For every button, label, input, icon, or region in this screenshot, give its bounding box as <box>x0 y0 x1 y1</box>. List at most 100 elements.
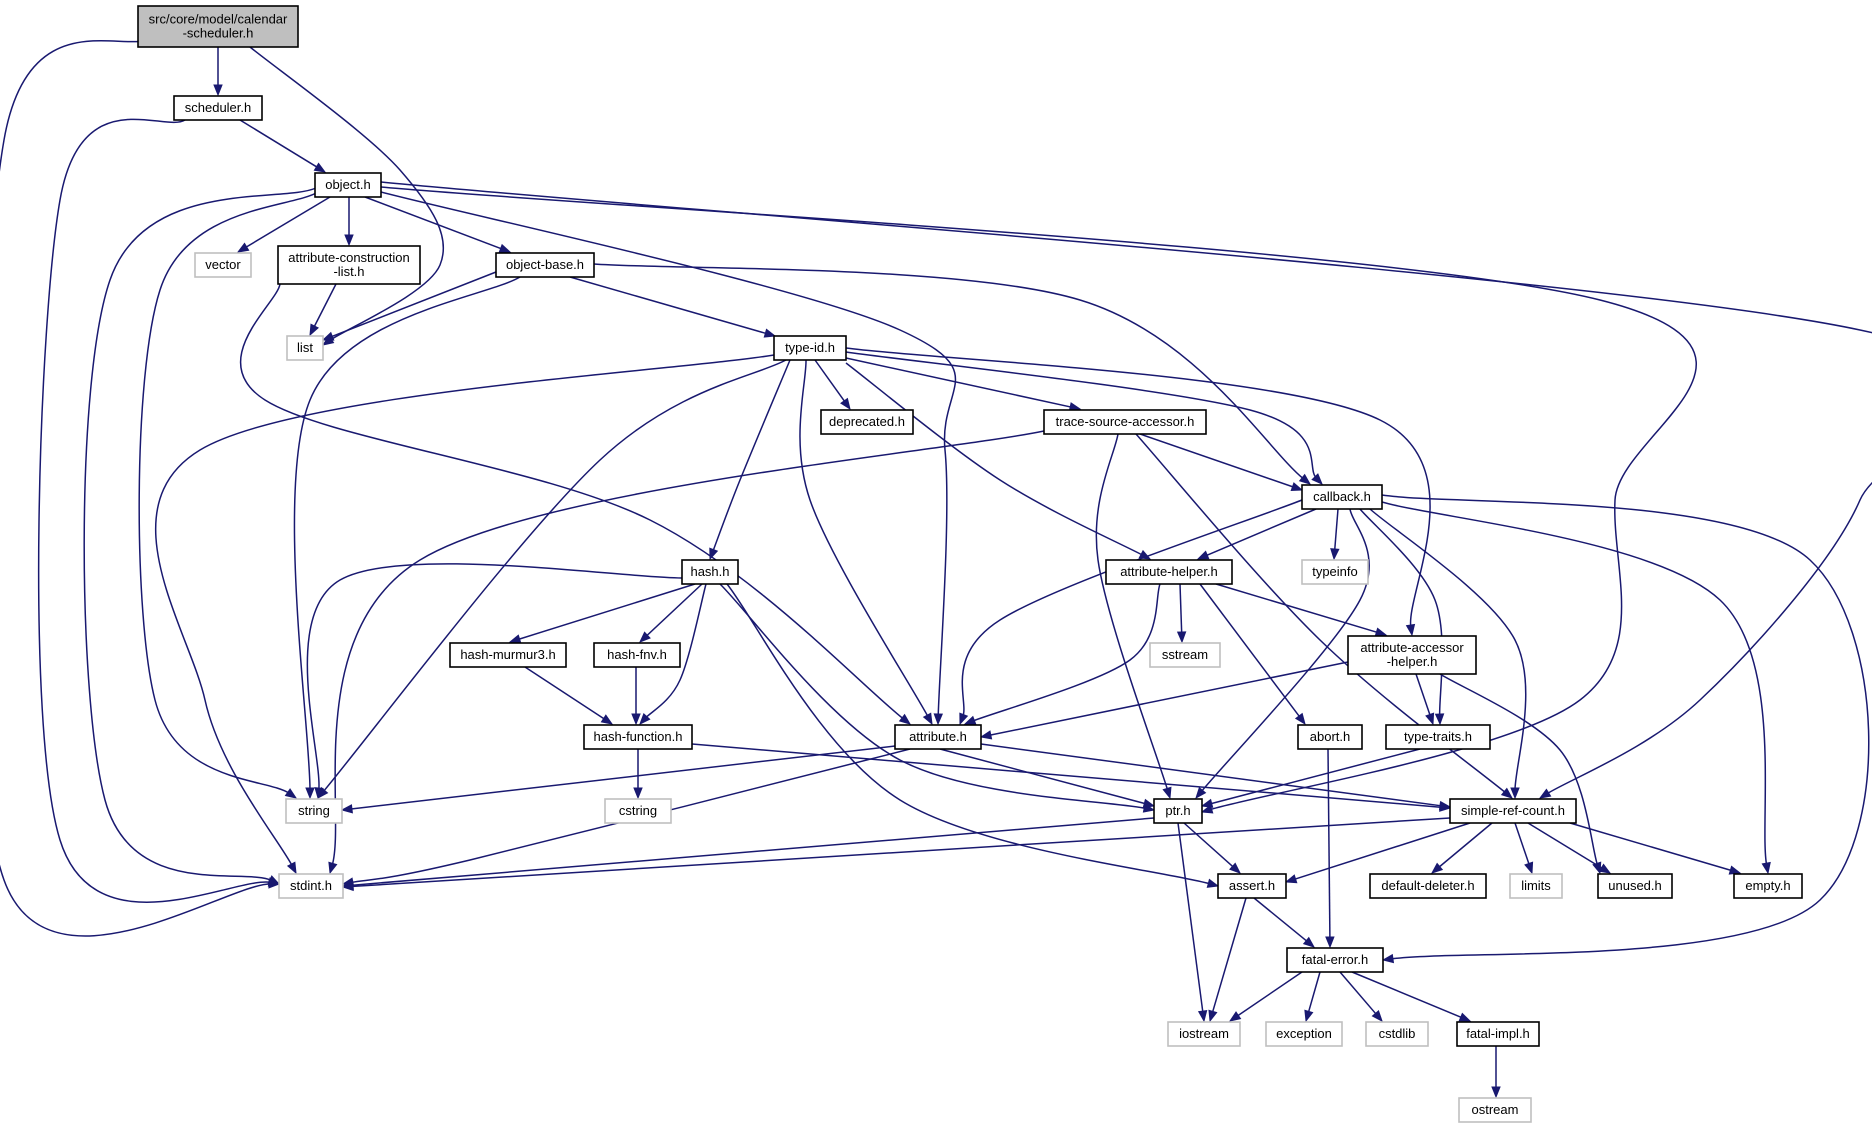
node-label: deprecated.h <box>829 414 905 429</box>
edge-typeid-to-attrhelper <box>845 362 1152 560</box>
edge-line <box>239 283 905 720</box>
arrowhead-icon <box>922 712 933 726</box>
node-attrconstr[interactable]: attribute-construction-list.h <box>277 245 421 285</box>
node-cstdlib: cstdlib <box>1365 1021 1429 1047</box>
edge-attribute-to-src <box>980 743 1452 811</box>
arrowhead-icon <box>639 713 651 725</box>
arrowhead-icon <box>1510 787 1520 800</box>
edge-line <box>845 351 1318 479</box>
node-label: list <box>297 340 313 355</box>
edge-ptr-to-iostream <box>1177 822 1208 1023</box>
arrowhead-icon <box>1598 863 1612 874</box>
node-attrhelper[interactable]: attribute-helper.h <box>1105 559 1233 585</box>
edge-callback-to-typetraits <box>1359 508 1445 726</box>
node-tsa[interactable]: trace-source-accessor.h <box>1043 409 1207 435</box>
node-typeid[interactable]: type-id.h <box>773 335 847 361</box>
node-murmur[interactable]: hash-murmur3.h <box>449 642 567 668</box>
edge-line <box>1527 822 1604 870</box>
edge-typeid-to-hash <box>709 359 791 561</box>
arrowhead-icon <box>328 861 338 875</box>
edge-line <box>37 118 272 903</box>
node-src[interactable]: simple-ref-count.h <box>1449 798 1577 824</box>
node-label: cstdlib <box>1379 1026 1416 1041</box>
edge-typetraits-to-ptr <box>1200 748 1421 808</box>
edge-line <box>644 583 707 719</box>
header-nodes: src/core/model/calendar-scheduler.h sched… <box>137 5 1803 1123</box>
node-box <box>1301 484 1383 510</box>
node-box <box>1217 873 1287 899</box>
edge-callback-to-src <box>1369 508 1527 800</box>
edge-fatalimpl-to-ostream <box>1491 1046 1501 1099</box>
edge-line <box>1415 673 1432 717</box>
node-vector: vector <box>194 252 252 278</box>
edge-fatalerror-to-fatalimpl <box>1351 971 1472 1022</box>
edge-assert-to-iostream <box>1208 897 1247 1023</box>
edge-aah-to-typetraits <box>1415 673 1435 726</box>
edge-callback-to-typeinfo <box>1330 508 1340 561</box>
node-assert[interactable]: assert.h <box>1217 873 1287 899</box>
node-hash[interactable]: hash.h <box>681 559 739 585</box>
node-typetraits[interactable]: type-traits.h <box>1385 724 1491 750</box>
edge-line <box>306 563 683 791</box>
arrowhead-icon <box>1176 631 1187 644</box>
edge-typeid-to-stdint <box>155 354 775 875</box>
node-deprecated[interactable]: deprecated.h <box>820 409 914 435</box>
arrowhead-icon <box>1229 862 1242 874</box>
edge-tsa-to-src <box>1135 433 1514 799</box>
edge-line <box>1339 971 1378 1016</box>
edge-line <box>1307 971 1321 1014</box>
arrowhead-icon <box>341 881 354 892</box>
arrowhead-icon <box>1405 623 1416 637</box>
arrowhead-icon <box>1728 865 1742 875</box>
node-root[interactable]: src/core/model/calendar-scheduler.h <box>137 5 299 48</box>
node-ostream: ostream <box>1458 1097 1532 1123</box>
edge-typeid-to-aah <box>845 347 1431 637</box>
node-fatalimpl[interactable]: fatal-impl.h <box>1456 1021 1540 1047</box>
node-aah[interactable]: attribute-accessor-helper.h <box>1347 635 1477 675</box>
node-label: limits <box>1521 878 1551 893</box>
edge-attrconstr-to-attribute <box>239 283 912 725</box>
arrowhead-icon <box>313 162 327 173</box>
node-label: sstream <box>1162 647 1208 662</box>
arrowhead-icon <box>1208 1009 1218 1023</box>
node-label: -scheduler.h <box>183 26 254 41</box>
arrowhead-icon <box>1330 548 1340 561</box>
node-ptr[interactable]: ptr.h <box>1153 798 1203 824</box>
edge-hashfn-to-src <box>691 743 1452 812</box>
node-box <box>820 409 914 435</box>
node-fnv[interactable]: hash-fnv.h <box>593 642 681 668</box>
node-typeinfo: typeinfo <box>1301 559 1369 585</box>
node-objectbase[interactable]: object-base.h <box>495 252 595 278</box>
edge-assert-to-fatalerror <box>1253 897 1316 948</box>
arrowhead-icon <box>1761 861 1771 875</box>
edge-line <box>517 583 696 641</box>
node-attribute[interactable]: attribute.h <box>894 724 982 750</box>
arrowhead-icon <box>1302 936 1316 948</box>
arrowhead-icon <box>1425 712 1435 726</box>
edge-aah-to-attribute <box>979 661 1349 740</box>
edge-typeid-to-callback <box>845 351 1323 485</box>
dependency-edges <box>0 37 1872 1099</box>
node-label: hash-murmur3.h <box>460 647 555 662</box>
node-sstream: sstream <box>1149 642 1221 668</box>
edge-line <box>1333 508 1339 552</box>
node-empty[interactable]: empty.h <box>1733 873 1803 899</box>
node-defdel[interactable]: default-deleter.h <box>1369 873 1487 899</box>
node-box <box>1449 798 1577 824</box>
node-abort[interactable]: abort.h <box>1297 724 1363 750</box>
node-box <box>1167 1021 1241 1047</box>
node-scheduler[interactable]: scheduler.h <box>173 95 263 121</box>
node-hashfn[interactable]: hash-function.h <box>583 724 693 750</box>
edge-line <box>845 357 1073 409</box>
arrowhead-icon <box>1371 1009 1383 1023</box>
node-unused[interactable]: unused.h <box>1597 873 1673 899</box>
node-object[interactable]: object.h <box>314 172 382 198</box>
node-callback[interactable]: callback.h <box>1301 484 1383 510</box>
edge-src-to-stdint <box>341 817 1451 892</box>
arrowhead-icon <box>963 715 977 725</box>
node-label: vector <box>205 257 241 272</box>
node-fatalerror[interactable]: fatal-error.h <box>1286 947 1384 973</box>
node-box <box>1365 1021 1429 1047</box>
node-box <box>1458 1097 1532 1123</box>
arrowhead-icon <box>1438 800 1452 811</box>
